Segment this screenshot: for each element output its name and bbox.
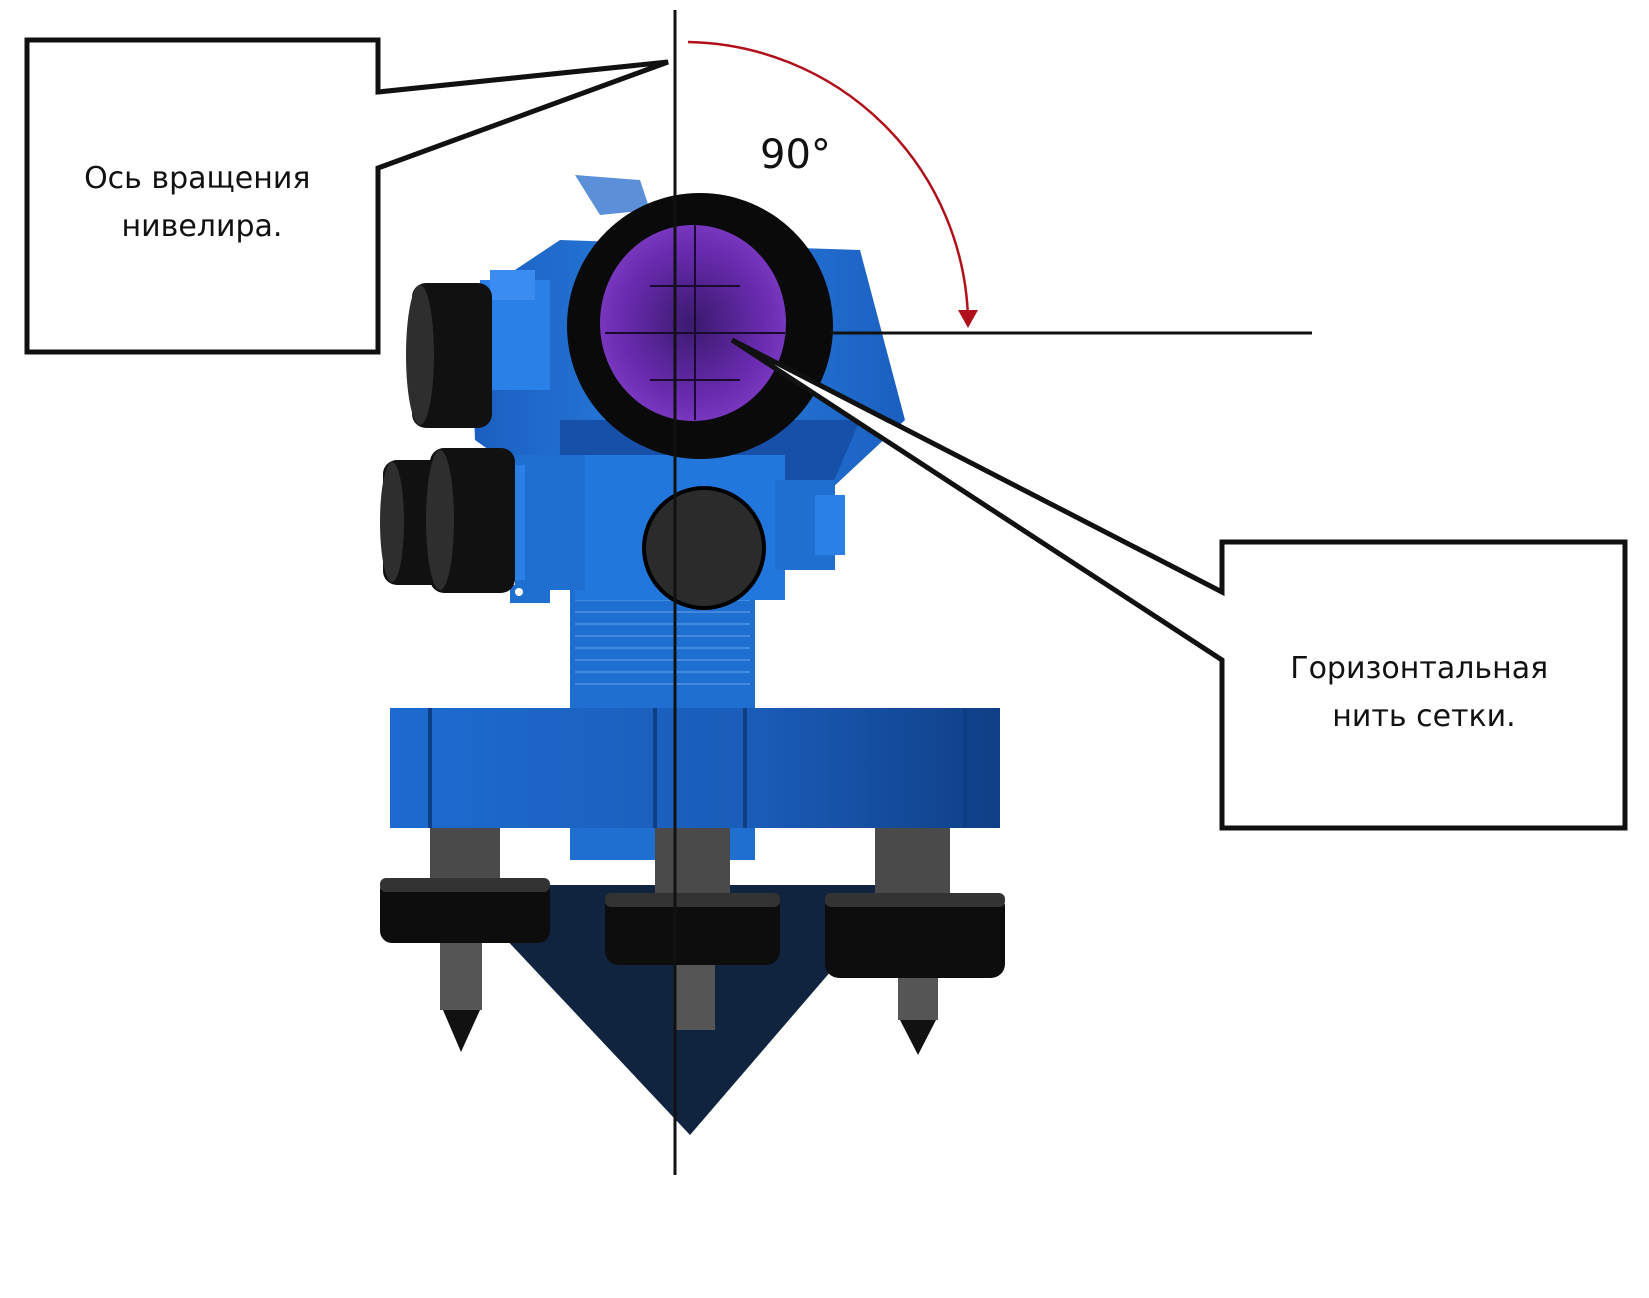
foot-screw-left: [380, 820, 550, 1052]
callout-rotation-axis-text: Ось вращения нивелира.: [84, 161, 320, 244]
horizontal-drive-knob: [642, 486, 766, 610]
base-ring: [390, 708, 1000, 828]
eyepiece-tube-collar: [490, 270, 535, 300]
foot-screw-center: [605, 820, 780, 1030]
callout-horizontal-thread-line1: Горизонтальная: [1290, 651, 1548, 686]
right-angle-arc: [687, 40, 970, 319]
callout-horizontal-thread: [730, 337, 1628, 831]
base-ring-dividers: [428, 708, 967, 828]
reticle: [605, 225, 785, 420]
left-fitting: [515, 455, 585, 590]
objective-lens: [600, 225, 786, 421]
right-fitting-tip: [815, 495, 845, 555]
focus-knob-top: [406, 283, 492, 428]
angle-label: 90°: [760, 132, 831, 178]
callout-horizontal-thread-text: Горизонтальная нить сетки.: [1290, 651, 1557, 734]
callout-rotation-axis: [24, 37, 669, 355]
bracket-pin: [515, 588, 523, 596]
foot-screw-right: [825, 820, 1005, 1055]
callout-rotation-axis-line1: Ось вращения: [84, 161, 310, 196]
callout-horizontal-thread-line2: нить сетки.: [1332, 699, 1515, 734]
callout-rotation-axis-line2: нивелира.: [122, 209, 283, 244]
focus-knob-lower-inner: [426, 448, 515, 593]
sight-vane: [575, 175, 650, 215]
right-angle-arrowhead: [958, 310, 978, 328]
